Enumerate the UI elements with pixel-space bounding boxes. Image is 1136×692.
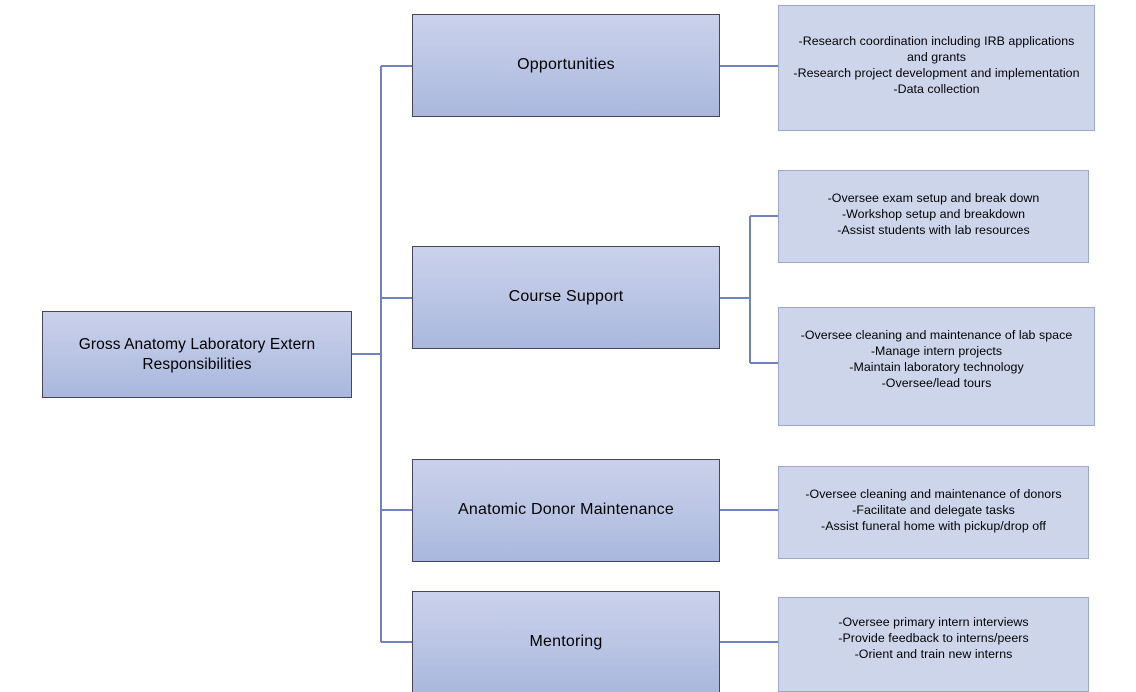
- detail-line: -Oversee primary intern interviews: [838, 615, 1029, 629]
- detail-line: -Manage intern projects: [870, 343, 1003, 358]
- detail-line: -Oversee cleaning and maintenance of lab…: [800, 328, 1073, 342]
- detail-line: -Facilitate and delegate tasks: [852, 502, 1015, 517]
- category-label-opportunities: Opportunities: [517, 56, 615, 74]
- node-category-opportunities[interactable]: Opportunities: [412, 14, 720, 117]
- detail-line: -Oversee cleaning and maintenance of don…: [805, 487, 1062, 501]
- node-root[interactable]: Gross Anatomy Laboratory Extern Responsi…: [42, 311, 352, 398]
- detail-line: -Research project development and implem…: [793, 65, 1080, 80]
- node-detail-opportunities[interactable]: -Research coordination including IRB app…: [778, 5, 1095, 131]
- detail-line: -Provide feedback to interns/peers: [838, 630, 1029, 645]
- detail-line: -Maintain laboratory technology: [849, 359, 1024, 374]
- node-category-anatomic-donor-maintenance[interactable]: Anatomic Donor Maintenance: [412, 459, 720, 562]
- category-label-mentoring: Mentoring: [529, 633, 603, 651]
- root-label-line-2: Responsibilities: [142, 355, 252, 373]
- node-detail-anatomic-donor-maintenance[interactable]: -Oversee cleaning and maintenance of don…: [778, 466, 1089, 559]
- detail-line: -Research coordination including IRB app…: [798, 34, 1075, 64]
- category-label-course-support: Course Support: [508, 288, 624, 306]
- detail-line: -Assist students with lab resources: [837, 222, 1030, 237]
- node-detail-course-support-2[interactable]: -Oversee cleaning and maintenance of lab…: [778, 307, 1095, 426]
- node-category-mentoring[interactable]: Mentoring: [412, 591, 720, 692]
- detail-line: -Workshop setup and breakdown: [841, 206, 1026, 221]
- detail-line: -Assist funeral home with pickup/drop of…: [821, 518, 1046, 533]
- node-detail-course-support-1[interactable]: -Oversee exam setup and break down -Work…: [778, 170, 1089, 263]
- detail-line: -Oversee/lead tours: [881, 375, 992, 390]
- detail-line: -Orient and train new interns: [854, 646, 1013, 661]
- node-detail-mentoring[interactable]: -Oversee primary intern interviews -Prov…: [778, 597, 1089, 692]
- detail-line: -Data collection: [893, 81, 980, 96]
- node-category-course-support[interactable]: Course Support: [412, 246, 720, 349]
- category-label-anatomic-donor-maintenance: Anatomic Donor Maintenance: [458, 501, 674, 519]
- detail-line: -Oversee exam setup and break down: [827, 191, 1040, 205]
- root-label-line-1: Gross Anatomy Laboratory Extern: [78, 335, 316, 353]
